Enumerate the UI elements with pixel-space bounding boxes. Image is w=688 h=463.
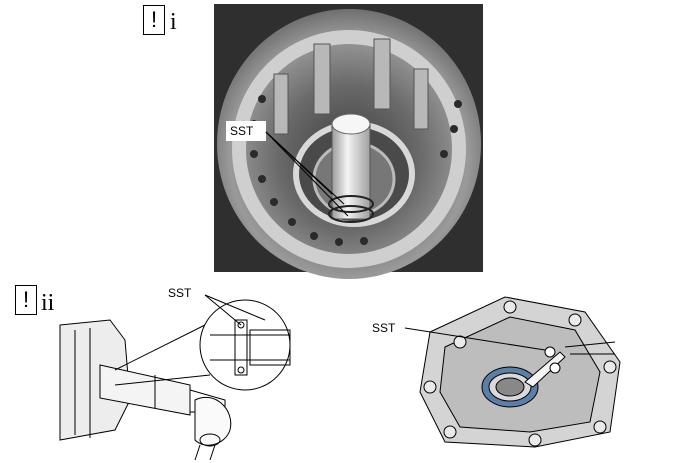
caution-icon: ! <box>143 5 165 35</box>
step-2-sst-label-right: SST <box>372 321 396 335</box>
step-2-drawing-left <box>59 294 291 461</box>
step-2-drawing-right <box>404 296 621 448</box>
step-1-number: i <box>170 9 177 35</box>
step-1-photo <box>214 4 483 279</box>
step-2-number: ii <box>41 290 55 316</box>
caution-icon: ! <box>15 285 37 315</box>
step-2-marker: ! <box>22 287 30 312</box>
step-1-sst-label: SST <box>230 124 254 138</box>
step-1-marker: ! <box>150 7 158 32</box>
step-2-sst-label-left: SST <box>168 286 192 300</box>
